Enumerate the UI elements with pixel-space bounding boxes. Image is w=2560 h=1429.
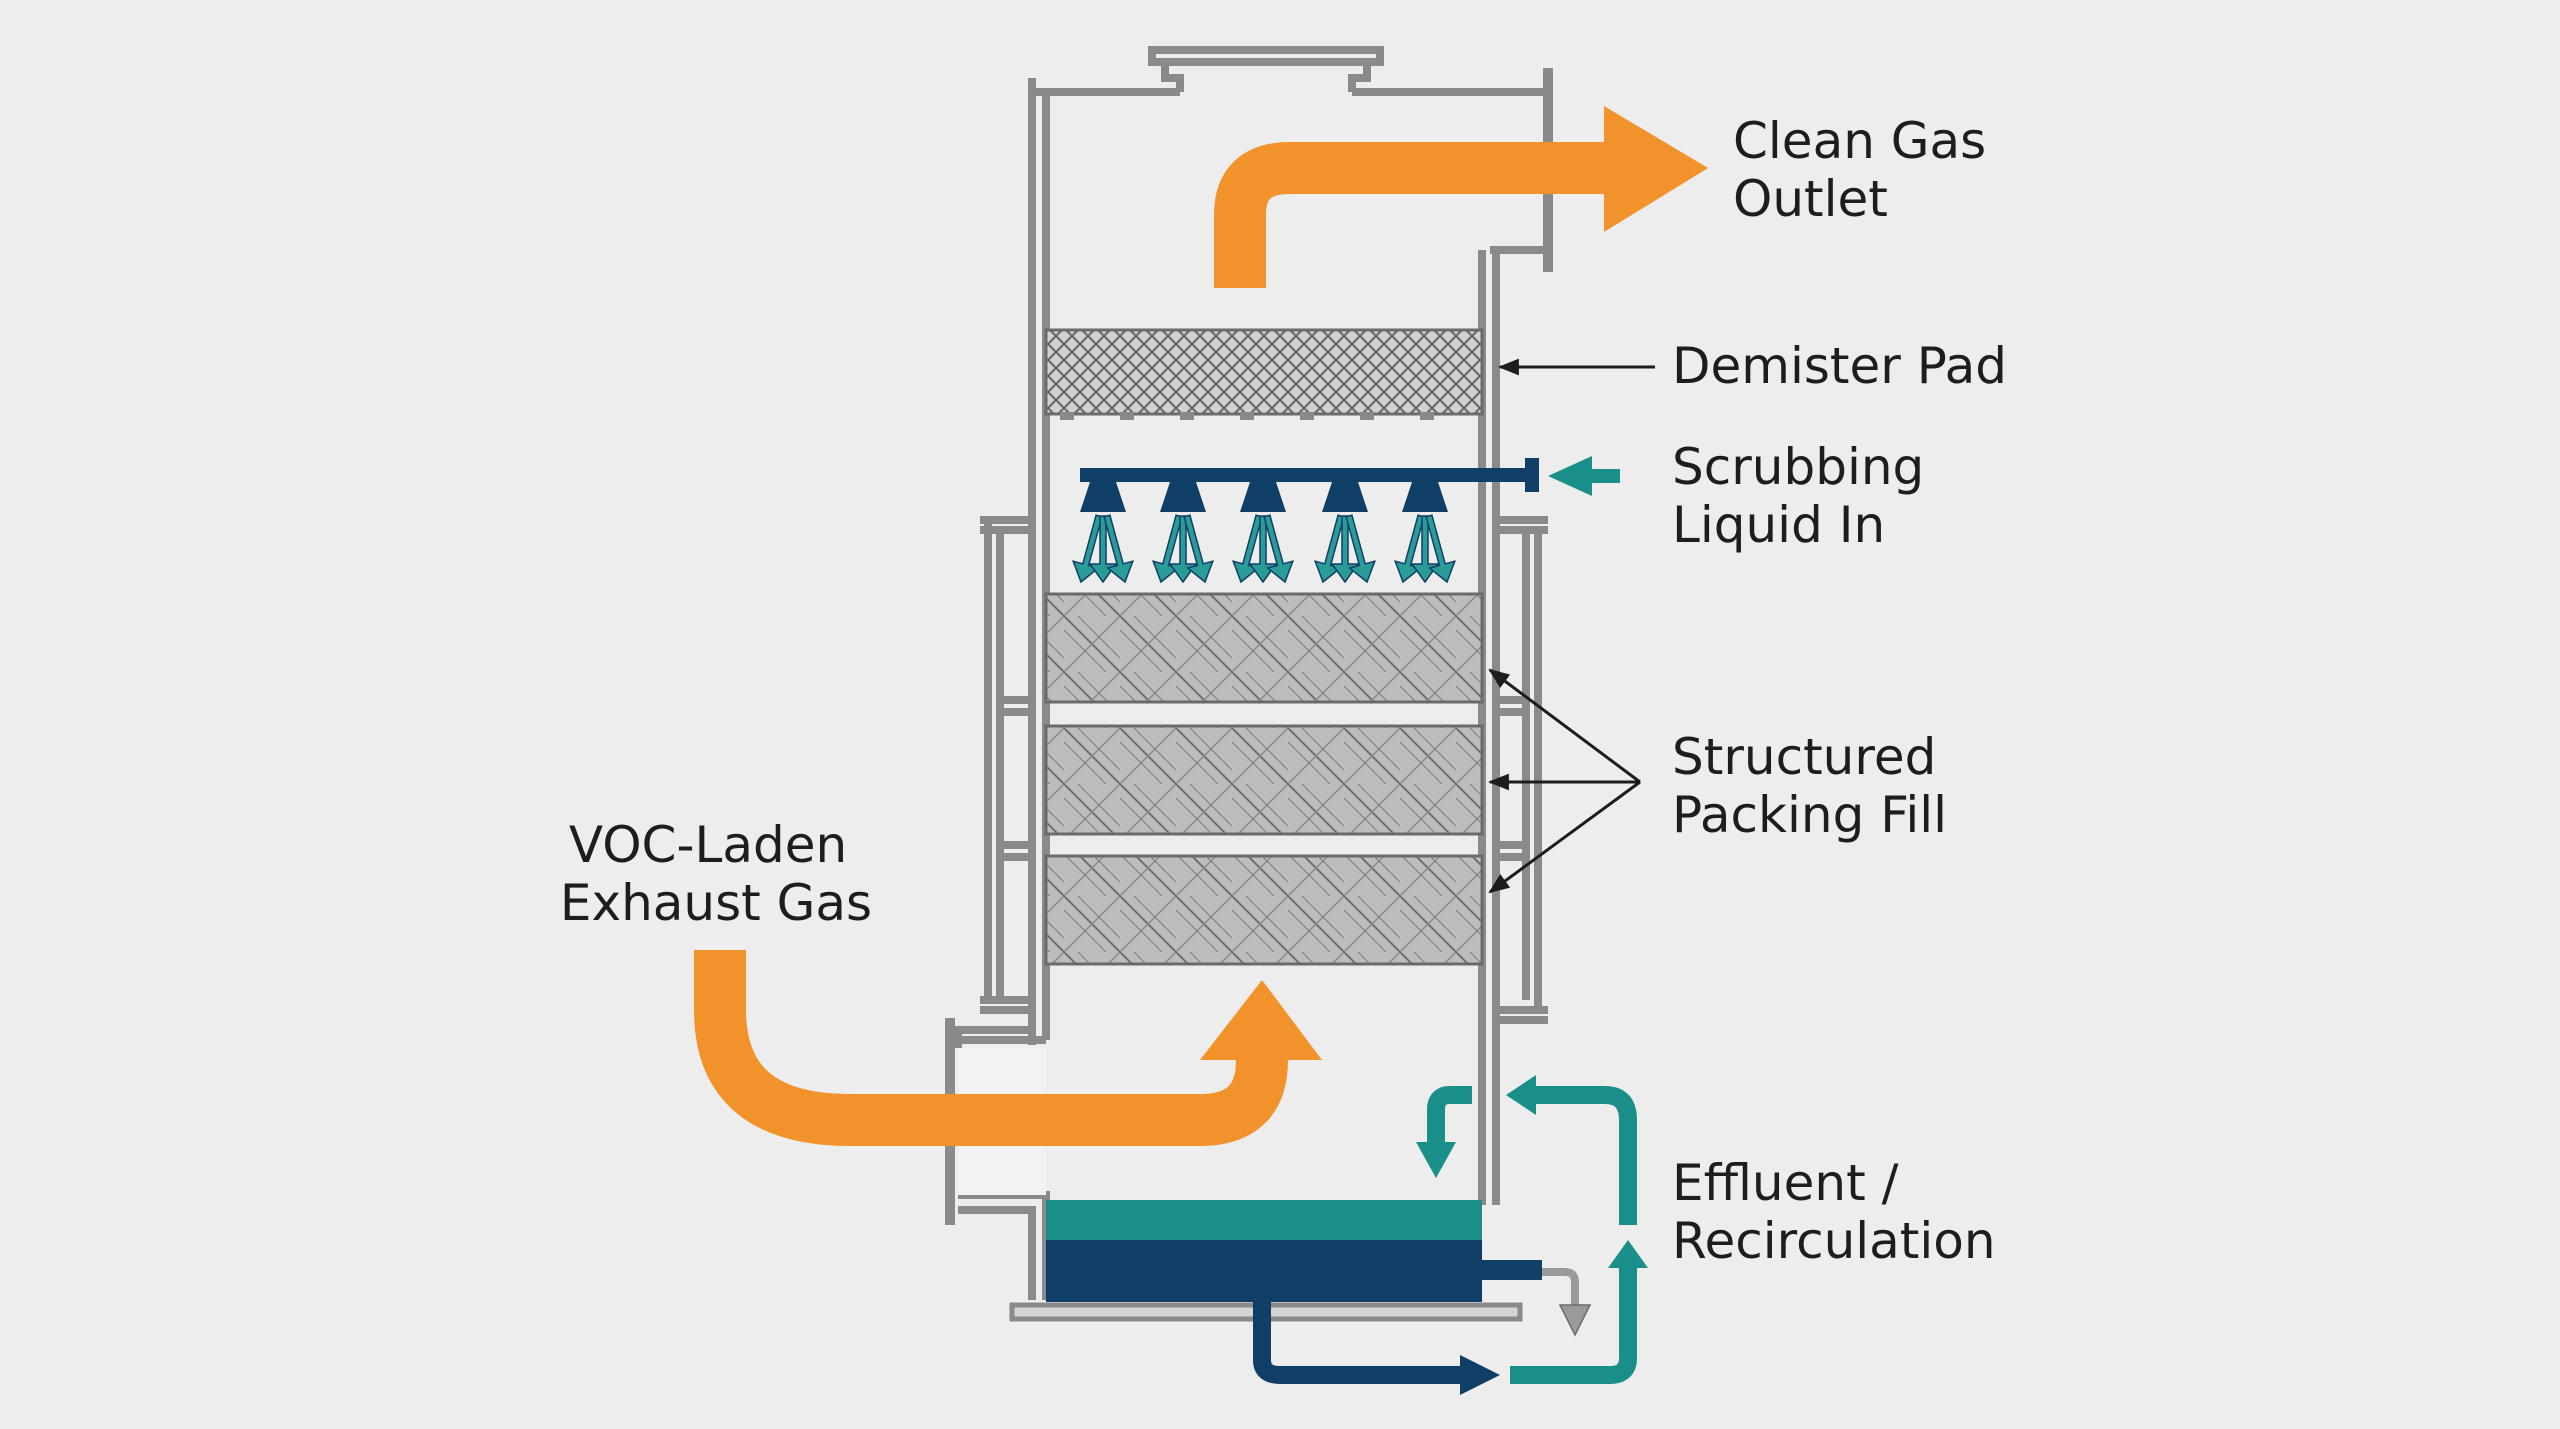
label-voc-laden-exhaust-gas: VOC-Laden Exhaust Gas (560, 816, 872, 932)
structured-packing (1044, 592, 1484, 966)
label-structured-packing-fill: Structured Packing Fill (1672, 728, 1952, 844)
packing-leader-1 (1488, 668, 1641, 784)
spray-arrow (1263, 514, 1295, 584)
gas-outlet-arrow (1214, 106, 1708, 288)
gas-inlet-arrow (694, 950, 1322, 1146)
scrubbing-liquid-arrow (1548, 456, 1620, 496)
packing-layer-1 (1044, 592, 1484, 704)
spray-header (1071, 458, 1539, 584)
packing-leader-3 (1488, 780, 1641, 894)
spray-nozzle (1160, 482, 1206, 512)
spray-arrows (1071, 514, 1457, 584)
label-scrubbing-liquid-in: Scrubbing Liquid In (1672, 438, 1940, 554)
leader-lines (1487, 358, 1655, 894)
spray-arrow (1183, 514, 1215, 584)
label-clean-gas-outlet: Clean Gas Outlet (1733, 112, 2002, 228)
packing-layer-2 (1044, 724, 1484, 836)
spray-arrow (1103, 514, 1135, 584)
spray-arrow (1345, 514, 1377, 584)
spray-nozzle (1240, 482, 1286, 512)
spray-nozzle (1080, 482, 1126, 512)
spray-nozzles (1080, 482, 1448, 512)
spray-arrow (1425, 514, 1457, 584)
spray-nozzle (1322, 482, 1368, 512)
recirculation-loop (1253, 1075, 1648, 1395)
label-effluent-recirculation: Effluent / Recirculation (1672, 1154, 1996, 1270)
label-demister-pad: Demister Pad (1672, 337, 2007, 395)
packing-layer-3 (1044, 854, 1484, 966)
demister-pad (1044, 328, 1484, 420)
spray-nozzle (1402, 482, 1448, 512)
liquid-sump (1046, 1200, 1542, 1302)
